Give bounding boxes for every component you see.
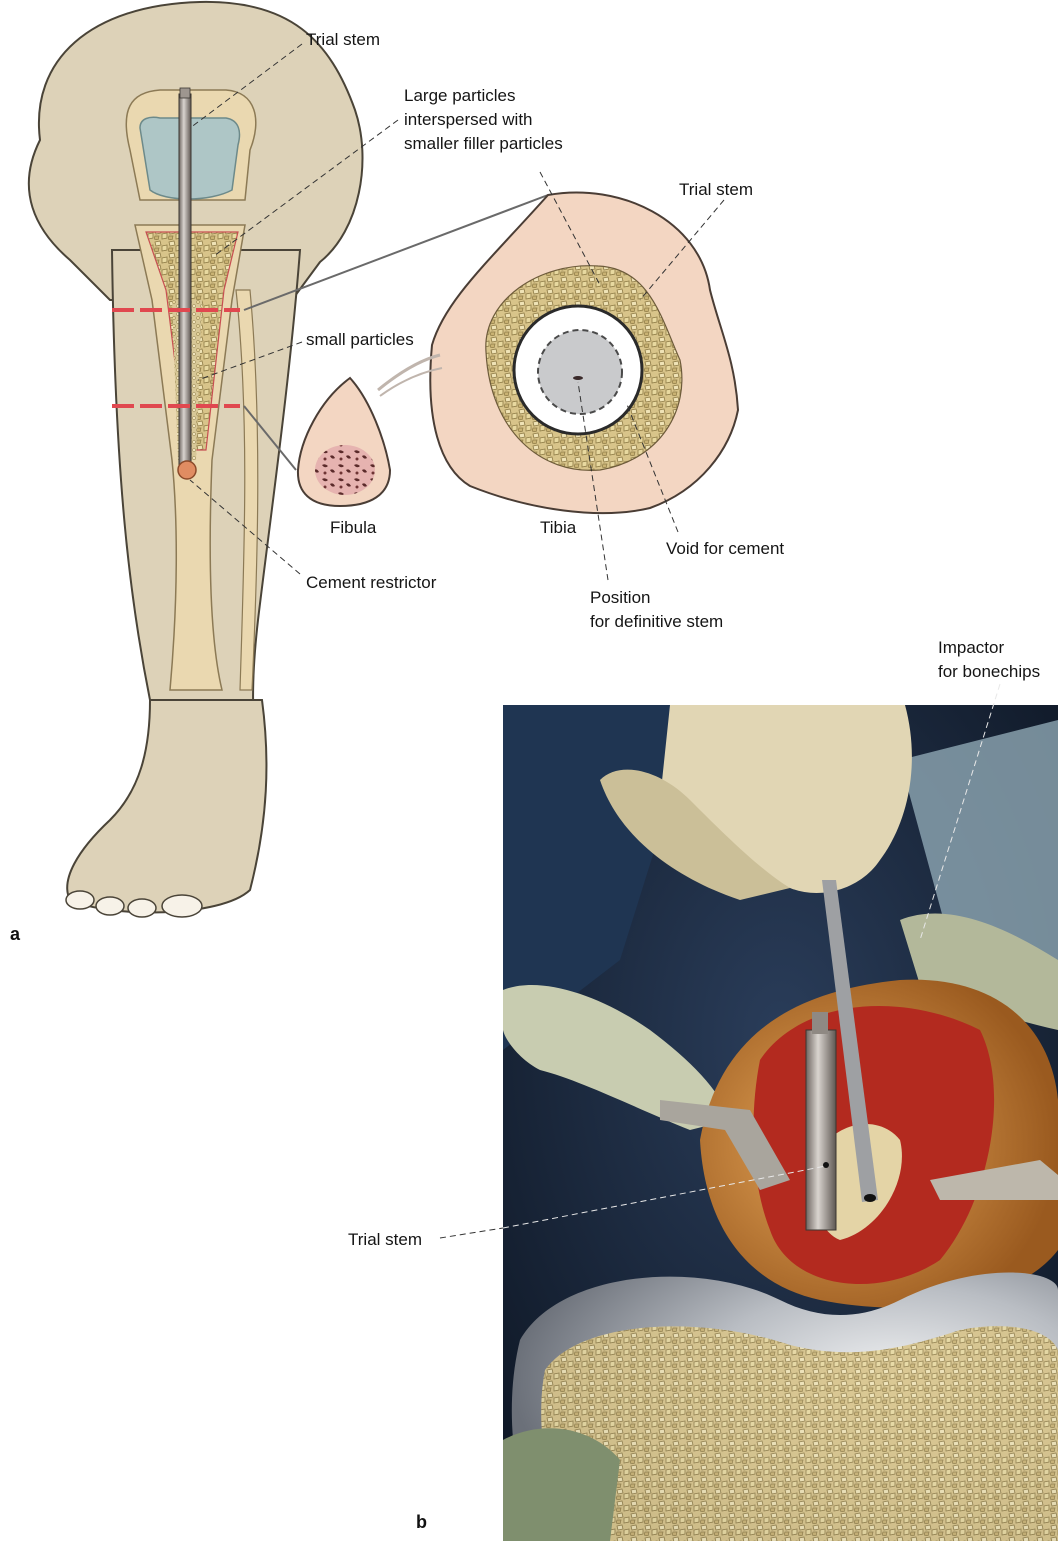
label-trial-stem-photo: Trial stem xyxy=(348,1228,422,1252)
label-trial-stem-section: Trial stem xyxy=(679,178,753,202)
label-position-line1: Position xyxy=(590,586,723,610)
panel-letter-b: b xyxy=(416,1512,427,1533)
label-cement-restrictor: Cement restrictor xyxy=(306,571,436,595)
label-void-for-cement: Void for cement xyxy=(666,537,784,561)
label-large-particles-line2: interspersed with xyxy=(404,108,563,132)
label-large-particles-line1: Large particles xyxy=(404,84,563,108)
label-impactor-line1: Impactor xyxy=(938,636,1040,660)
label-large-particles-line3: smaller filler particles xyxy=(404,132,563,156)
label-fibula: Fibula xyxy=(330,516,376,540)
label-impactor-line2: for bonechips xyxy=(938,660,1040,684)
panel-letter-a: a xyxy=(10,924,20,945)
label-small-particles: small particles xyxy=(306,328,414,352)
label-tibia: Tibia xyxy=(540,516,576,540)
label-impactor: Impactor for bonechips xyxy=(938,636,1040,684)
label-position-line2: for definitive stem xyxy=(590,610,723,634)
label-position-definitive-stem: Position for definitive stem xyxy=(590,586,723,634)
label-trial-stem-top: Trial stem xyxy=(306,28,380,52)
label-large-particles: Large particles interspersed with smalle… xyxy=(404,84,563,156)
